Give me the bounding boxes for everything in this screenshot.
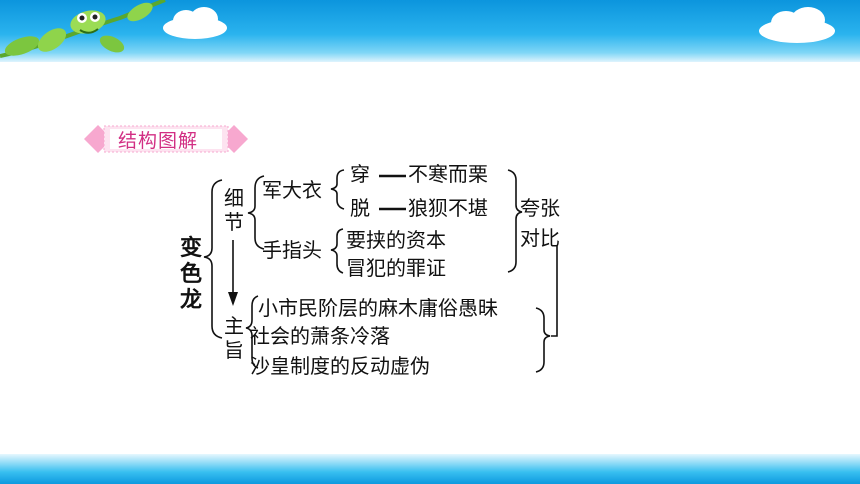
theme-item-1: 小市民阶层的麻木庸俗愚昧 <box>258 296 498 320</box>
finger-meaning-1: 要挟的资本 <box>346 228 446 252</box>
cloud-icon <box>759 7 835 43</box>
wear-label: 穿 <box>350 162 370 186</box>
diagram-root-label: 变色龙 <box>180 236 203 313</box>
cloud-icon <box>163 7 227 39</box>
section-title: 结构图解 <box>118 130 199 152</box>
technique-label-1: 夸张 <box>520 196 560 220</box>
detail-label: 细节 <box>224 186 244 234</box>
take-off-description: 狼狈不堪 <box>408 196 488 220</box>
vine-leaves-icon <box>0 0 166 58</box>
theme-item-2: 社会的萧条冷落 <box>250 324 390 348</box>
coat-label: 军大衣 <box>262 178 322 202</box>
wear-description: 不寒而栗 <box>408 162 488 186</box>
finger-label: 手指头 <box>262 238 322 262</box>
technique-label-2: 对比 <box>520 226 560 250</box>
theme-item-3: 沙皇制度的反动虚伪 <box>250 354 430 378</box>
section-banner <box>84 125 248 153</box>
theme-label: 主旨 <box>224 314 244 362</box>
finger-meaning-2: 冒犯的罪证 <box>346 256 446 280</box>
take-off-label: 脱 <box>350 196 370 220</box>
bottom-sky-band <box>0 454 860 484</box>
